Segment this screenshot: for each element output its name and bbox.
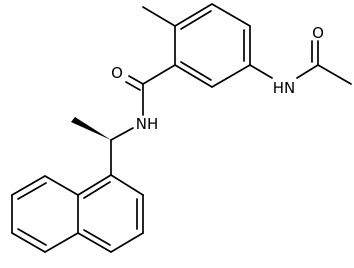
- atom-label-amide-nitrogen: NH: [136, 115, 159, 133]
- bond: [11, 175, 46, 196]
- bond: [211, 64, 251, 88]
- carbonyl-bond-double: [125, 81, 141, 91]
- bond: [110, 174, 144, 196]
- bond: [44, 232, 79, 253]
- bond-to-nitrogen: [249, 64, 273, 79]
- bond: [174, 64, 213, 88]
- bond-inner: [17, 228, 47, 246]
- bond: [11, 232, 46, 253]
- bond: [174, 3, 213, 27]
- wedge-bond: [71, 117, 111, 140]
- chiral-center: [71, 117, 134, 176]
- methyl-bond: [317, 64, 352, 85]
- carbonyl-bond: [128, 75, 144, 85]
- atom-label-amide-oxygen: O: [111, 64, 123, 82]
- bond-inner: [180, 61, 212, 81]
- bond-inner: [17, 182, 47, 200]
- bond-inner: [83, 229, 111, 246]
- atom-label-acetamide-oxygen: O: [312, 24, 324, 42]
- acetamide-group: [249, 40, 352, 85]
- bond: [44, 175, 79, 196]
- bond: [77, 232, 112, 253]
- naphthalene-ring: [11, 174, 144, 253]
- benzene-ring: [174, 3, 251, 88]
- bond: [110, 232, 144, 253]
- bond: [296, 64, 319, 79]
- methyl-bond: [142, 6, 176, 27]
- bond: [211, 3, 251, 27]
- bond: [110, 127, 134, 141]
- bond-inner: [180, 10, 212, 30]
- amide-group: [125, 64, 176, 116]
- bond-inner: [83, 181, 111, 199]
- atom-label-acetamide-nitrogen: HN: [273, 79, 296, 97]
- bond: [77, 174, 112, 196]
- bond: [142, 64, 176, 85]
